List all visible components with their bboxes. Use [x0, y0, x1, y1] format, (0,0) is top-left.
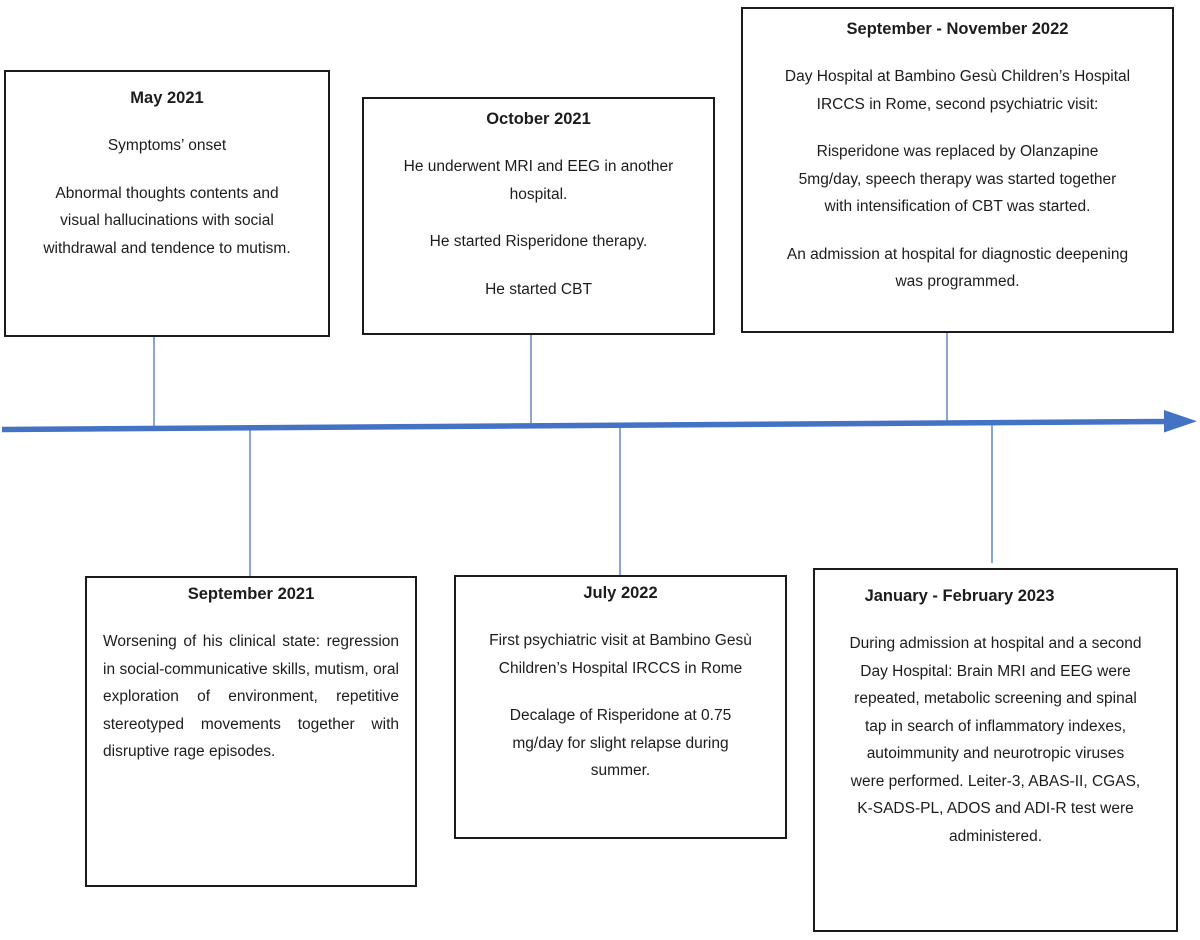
timeline-axis-line [1, 418, 1171, 433]
event-title: May 2021 [130, 89, 204, 107]
event-paragraph: Abnormal thoughts contents and visual ha… [43, 184, 291, 257]
event-paragraph: Worsening of his clinical state: regress… [103, 633, 399, 760]
event-paragraph: Risperidone was replaced by Olanzapine 5… [798, 143, 1117, 215]
event-paragraph: He started CBT [485, 280, 592, 298]
event-box-october-2021: October 2021 He underwent MRI and EEG in… [362, 97, 715, 335]
event-title: September - November 2022 [846, 20, 1069, 38]
event-title: October 2021 [486, 110, 591, 128]
timeline-arrowhead [1164, 410, 1197, 433]
event-paragraph: He started Risperidone therapy. [429, 233, 648, 250]
event-title: July 2022 [583, 584, 658, 602]
event-box-september-november-2022: September - November 2022 Day Hospital a… [741, 7, 1174, 333]
event-title: January - February 2023 [864, 587, 1055, 605]
event-box-may-2021: May 2021 Symptoms’ onset Abnormal though… [4, 70, 330, 337]
event-box-september-2021: September 2021 Worsening of his clinical… [85, 576, 417, 887]
event-paragraph: Decalage of Risperidone at 0.75 mg/day f… [509, 707, 732, 779]
event-paragraph: Symptoms’ onset [107, 137, 227, 154]
event-paragraph: An admission at hospital for diagnostic … [786, 245, 1129, 291]
event-paragraph: First psychiatric visit at Bambino Gesù … [489, 632, 752, 677]
event-paragraph: During admission at hospital and a secon… [849, 635, 1142, 845]
event-paragraph: He underwent MRI and EEG in another hosp… [403, 158, 674, 203]
event-title: September 2021 [187, 585, 315, 603]
event-paragraph: Day Hospital at Bambino Gesù Children’s … [784, 68, 1131, 113]
event-box-january-february-2023: January - February 2023 During admission… [813, 568, 1178, 932]
event-box-july-2022: July 2022 First psychiatric visit at Bam… [454, 575, 787, 839]
